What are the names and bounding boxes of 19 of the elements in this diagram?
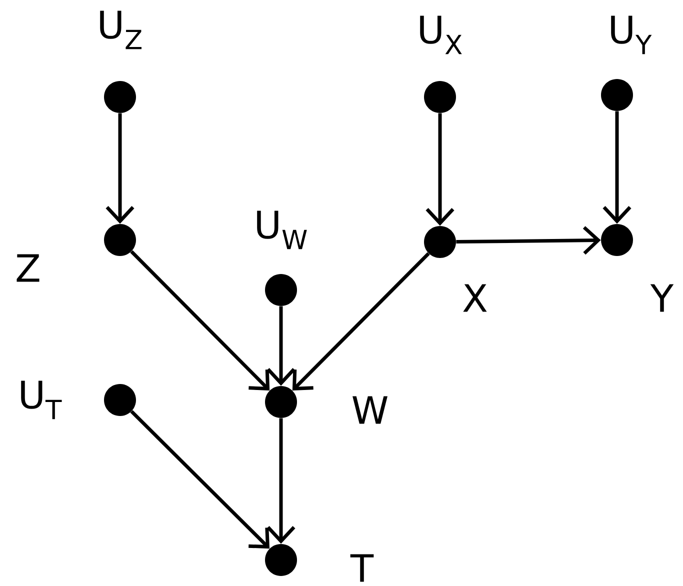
node-label: U$_{X}$ bbox=[420, 16, 462, 54]
node-label: X bbox=[463, 284, 487, 312]
arrow bbox=[426, 113, 454, 226]
node-label: T bbox=[350, 554, 374, 582]
arrow bbox=[130, 410, 270, 549]
node-label: Z bbox=[16, 254, 40, 282]
arrow bbox=[106, 113, 134, 224]
arrow bbox=[130, 250, 270, 390]
node-label: U$_{W}$ bbox=[257, 210, 307, 250]
arrow bbox=[266, 306, 296, 386]
node-label: U$_{T}$ bbox=[21, 380, 62, 420]
arrow bbox=[266, 418, 296, 544]
arrow bbox=[292, 252, 430, 390]
arrow bbox=[456, 226, 601, 255]
node-label: W bbox=[352, 396, 388, 424]
arrow bbox=[602, 111, 632, 224]
node-label: Y bbox=[650, 284, 674, 312]
node-label: U$_{Z}$ bbox=[100, 10, 142, 50]
node-label: U$_{Y}$ bbox=[611, 16, 652, 54]
